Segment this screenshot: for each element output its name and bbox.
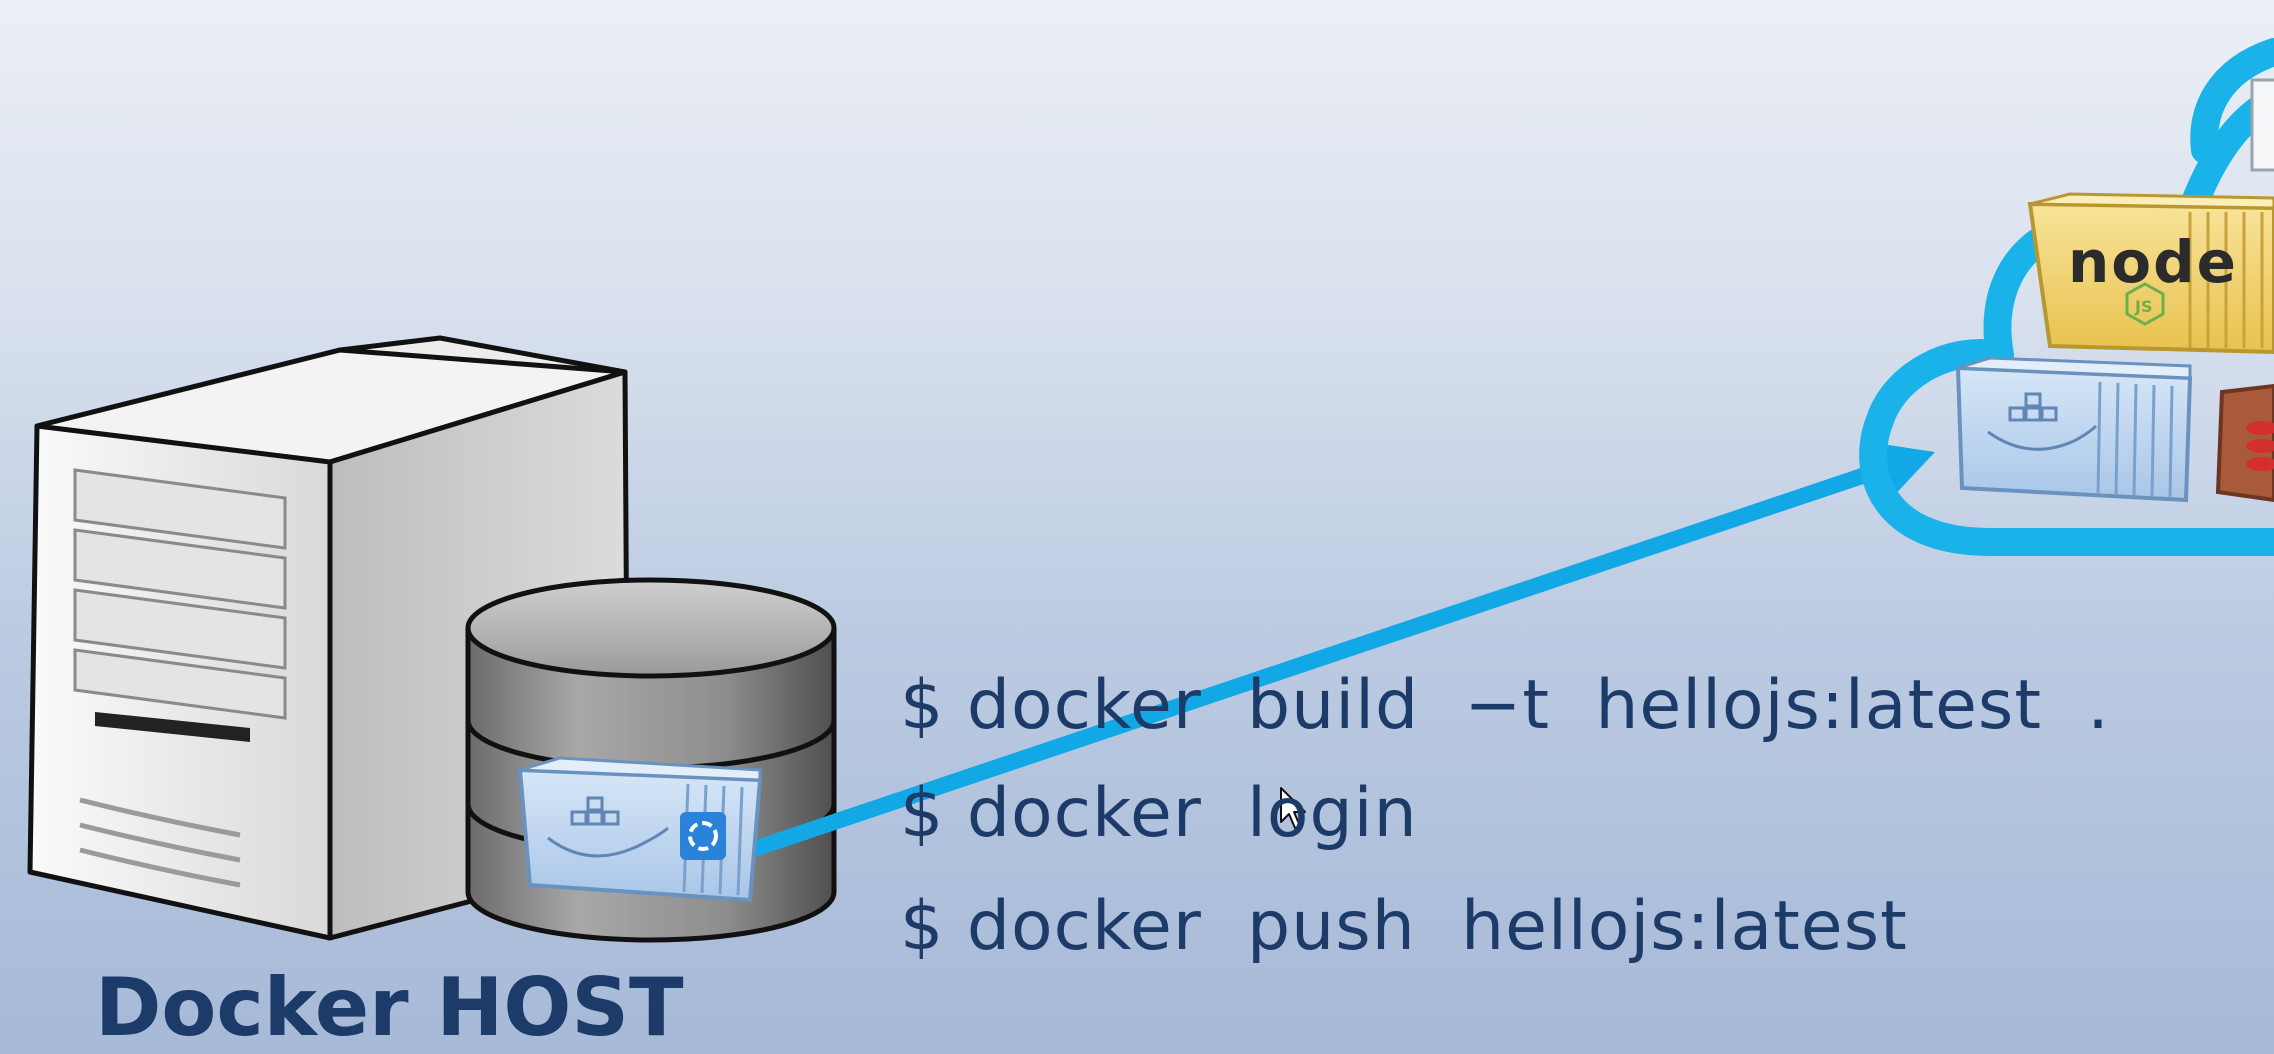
command-push: $ docker push hellojs:latest: [900, 887, 1908, 966]
nodejs-logo-text: node: [2068, 228, 2238, 296]
white-container-icon: [2250, 78, 2274, 172]
command-build: $ docker build −t hellojs:latest .: [900, 666, 2110, 745]
command-login: $ docker login: [900, 774, 1418, 853]
docker-container-icon: [517, 756, 763, 903]
nodejs-badge-text: JS: [2134, 297, 2152, 316]
mouse-pointer-icon: [1280, 787, 1306, 829]
cloud-docker-whale-icon: [1987, 392, 2098, 451]
nodejs-container-icon: node JS: [2027, 192, 2274, 355]
server-vent-slots: [73, 468, 287, 720]
nodejs-hexagon-badge: [2125, 282, 2165, 326]
redis-container-icon: [2215, 383, 2274, 503]
docker-host-label: Docker HOST: [95, 961, 684, 1054]
docker-whale-icon: [547, 796, 669, 858]
cloud-docker-container-icon: [1955, 356, 2193, 503]
